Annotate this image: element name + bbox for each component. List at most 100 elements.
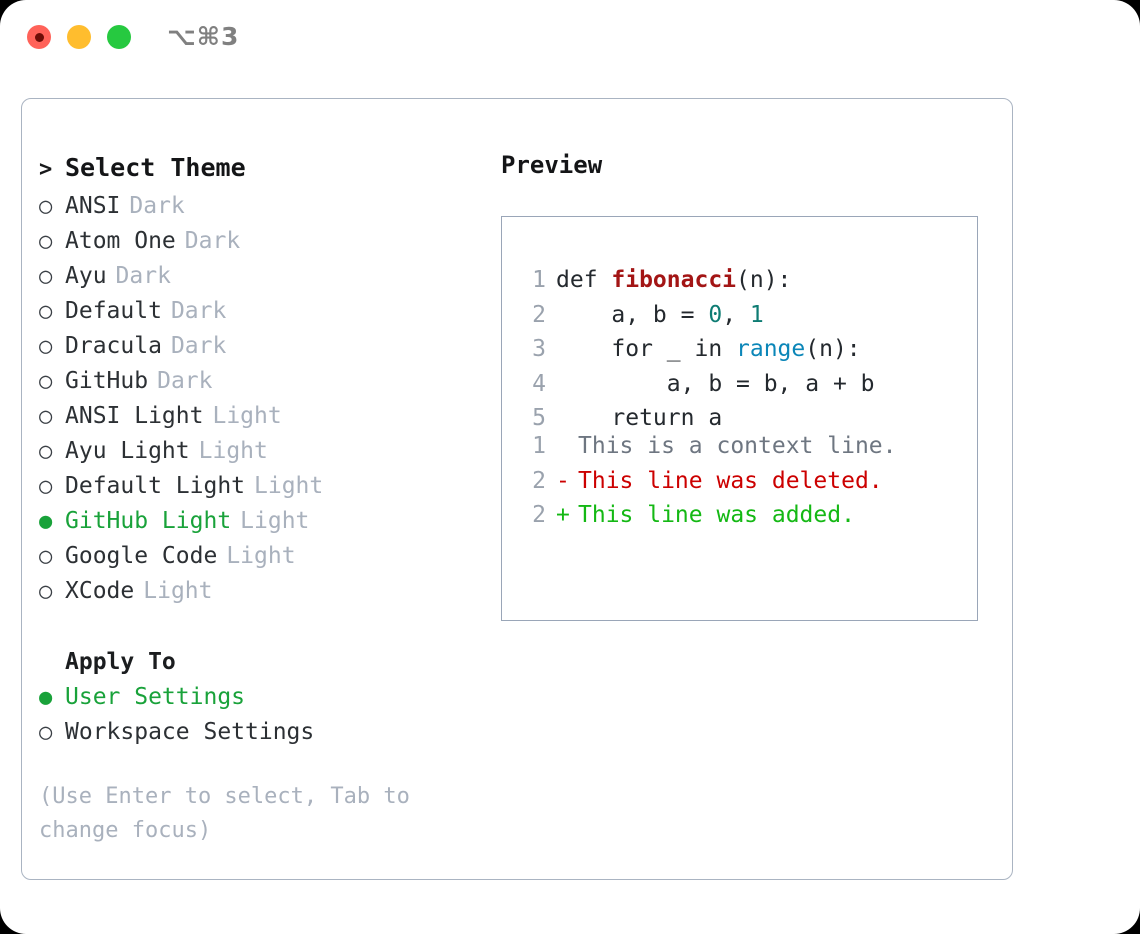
theme-variant-badge: Dark bbox=[129, 193, 185, 219]
traffic-light-buttons bbox=[27, 25, 131, 49]
radio-unselected-icon[interactable]: ○ bbox=[39, 579, 53, 604]
apply-to-option[interactable]: ○ Workspace Settings bbox=[39, 715, 489, 750]
radio-selected-icon[interactable]: ● bbox=[39, 685, 53, 710]
apply-to-title: Apply To bbox=[65, 649, 176, 675]
code-line-content: a, b = 0, 1 bbox=[556, 298, 764, 333]
diff-line: 2 + This line was added. bbox=[520, 498, 969, 533]
code-line-content: return a bbox=[556, 401, 722, 436]
apply-to-option[interactable]: ● User Settings bbox=[39, 680, 489, 715]
diff-text: This is a context line. bbox=[578, 433, 897, 459]
apply-to-label: User Settings bbox=[65, 684, 246, 710]
keyboard-hint-text: (Use Enter to select, Tab to change focu… bbox=[39, 784, 410, 843]
theme-name-label: GitHub bbox=[65, 368, 149, 394]
diff-marker: + bbox=[556, 502, 570, 528]
theme-list-item[interactable]: ○ Google Code Light bbox=[39, 539, 489, 574]
radio-unselected-icon[interactable]: ○ bbox=[39, 404, 53, 429]
radio-unselected-icon[interactable]: ○ bbox=[39, 544, 53, 569]
preview-label: Preview bbox=[501, 151, 603, 179]
prompt-marker-icon: > bbox=[39, 157, 53, 182]
radio-unselected-icon[interactable]: ○ bbox=[39, 474, 53, 499]
theme-list-item[interactable]: ○ GitHub Dark bbox=[39, 364, 489, 399]
code-token: for _ in bbox=[556, 336, 737, 362]
code-line: 4 a, b = b, a + b bbox=[520, 367, 969, 402]
keyboard-shortcut-label: ⌥⌘3 bbox=[167, 22, 240, 51]
apply-to-label: Workspace Settings bbox=[65, 719, 315, 745]
code-token: a, b = b, a + b bbox=[556, 370, 875, 397]
theme-name-label: Google Code bbox=[65, 543, 218, 569]
diff-line-number: 2 bbox=[532, 467, 546, 494]
code-line-content: def fibonacci(n): bbox=[556, 263, 791, 298]
theme-variant-badge: Dark bbox=[184, 228, 241, 254]
radio-unselected-icon[interactable]: ○ bbox=[39, 439, 53, 464]
theme-name-label: Atom One bbox=[65, 228, 176, 254]
diff-line-number: 2 bbox=[532, 502, 546, 528]
theme-variant-badge: Light bbox=[240, 508, 310, 534]
code-token: (n): bbox=[805, 336, 861, 362]
select-theme-header: > Select Theme bbox=[39, 149, 489, 189]
radio-unselected-icon[interactable]: ○ bbox=[39, 299, 53, 324]
code-token: a, b = bbox=[556, 301, 709, 328]
diff-line-number: 1 bbox=[532, 433, 546, 459]
theme-variant-badge: Light bbox=[226, 543, 296, 569]
close-button-icon[interactable] bbox=[27, 25, 51, 49]
code-line-content: for _ in range(n): bbox=[556, 332, 861, 367]
code-line: 3 for _ in range(n): bbox=[520, 332, 969, 367]
theme-name-label: Default Light bbox=[65, 473, 246, 499]
radio-unselected-icon[interactable]: ○ bbox=[39, 229, 53, 254]
theme-name-label: Dracula bbox=[65, 333, 162, 359]
code-line: 2 a, b = 0, 1 bbox=[520, 298, 969, 333]
diff-marker bbox=[556, 429, 578, 464]
theme-list-item[interactable]: ○ XCode Light bbox=[39, 574, 489, 609]
code-token: 0 bbox=[708, 301, 723, 328]
theme-name-label: ANSI bbox=[65, 193, 121, 219]
apply-to-bullet-placeholder bbox=[39, 646, 65, 680]
radio-unselected-icon[interactable]: ○ bbox=[39, 334, 53, 359]
theme-name-label: XCode bbox=[65, 578, 135, 604]
radio-unselected-icon[interactable]: ○ bbox=[39, 194, 53, 219]
code-line-number: 2 bbox=[532, 301, 546, 328]
title-bar: ⌥⌘3 bbox=[0, 0, 1140, 78]
diff-marker: - bbox=[556, 467, 570, 494]
code-line-number: 1 bbox=[532, 267, 546, 293]
theme-variant-badge: Dark bbox=[115, 263, 171, 289]
theme-variant-badge: Light bbox=[198, 438, 268, 464]
theme-list-item[interactable]: ○ Atom One Dark bbox=[39, 224, 489, 259]
diff-text: This line was deleted. bbox=[578, 467, 883, 494]
radio-selected-icon[interactable]: ● bbox=[39, 509, 53, 534]
theme-list-item[interactable]: ○ Ayu Dark bbox=[39, 259, 489, 294]
theme-name-label: Ayu bbox=[65, 263, 107, 289]
code-line: 5 return a bbox=[520, 401, 969, 436]
section-spacer bbox=[39, 609, 489, 645]
theme-variant-badge: Light bbox=[143, 578, 213, 604]
radio-unselected-icon[interactable]: ○ bbox=[39, 369, 53, 394]
code-line-number: 4 bbox=[532, 370, 546, 397]
theme-variant-badge: Light bbox=[254, 473, 324, 499]
code-token: range bbox=[736, 336, 806, 362]
theme-variant-badge: Dark bbox=[157, 368, 213, 394]
minimize-button-icon[interactable] bbox=[67, 25, 91, 49]
code-line-number: 3 bbox=[532, 336, 546, 362]
code-token: , bbox=[722, 301, 750, 328]
radio-unselected-icon[interactable]: ○ bbox=[39, 264, 53, 289]
apply-to-header: Apply To bbox=[39, 645, 489, 680]
apply-to-list: ● User Settings ○ Workspace Settings bbox=[39, 680, 489, 750]
theme-name-label: GitHub Light bbox=[65, 508, 232, 534]
radio-unselected-icon[interactable]: ○ bbox=[39, 720, 53, 745]
maximize-button-icon[interactable] bbox=[107, 25, 131, 49]
theme-list-item[interactable]: ● GitHub Light Light bbox=[39, 504, 489, 539]
diff-line: 1 This is a context line. bbox=[520, 429, 969, 464]
code-token: 1 bbox=[749, 301, 764, 328]
theme-list-item[interactable]: ○ ANSI Dark bbox=[39, 189, 489, 224]
theme-variant-badge: Dark bbox=[170, 298, 227, 324]
theme-list-item[interactable]: ○ Default Light Light bbox=[39, 469, 489, 504]
diff-text: This line was added. bbox=[578, 502, 855, 528]
